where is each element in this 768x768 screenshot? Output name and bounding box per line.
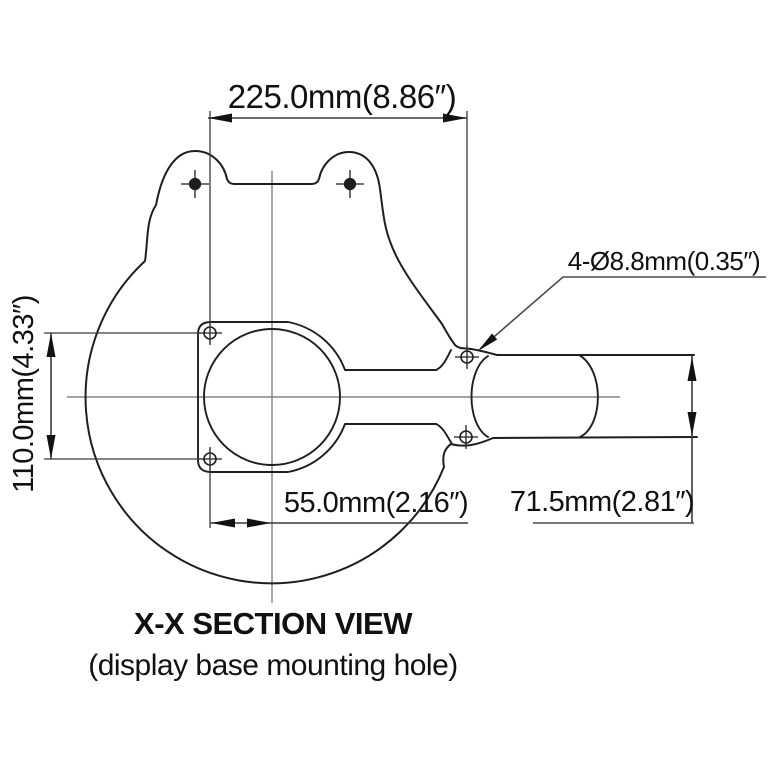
centerlines — [67, 171, 620, 603]
mounting-hole-crosshair — [454, 425, 478, 449]
bracket-hole-left — [181, 170, 209, 198]
mounting-plate-outline — [197, 321, 437, 473]
arrowhead-right — [443, 113, 467, 123]
arrowhead-right — [247, 518, 271, 528]
mounting-hole-top-right — [455, 345, 479, 369]
plate-to-boss-transitions — [435, 349, 453, 445]
arrowhead-up — [46, 333, 56, 357]
mounting-plate — [197, 321, 453, 473]
hole-spec-label: 4-Ø8.8mm(0.35″) — [568, 246, 760, 276]
arrowhead-left — [211, 518, 235, 528]
bracket-hole-right-crosshair — [336, 170, 364, 198]
dimension-top-width: 225.0mm(8.86″) — [208, 78, 468, 528]
dimension-center-offset: 55.0mm(2.16″) — [210, 487, 469, 528]
arrowhead-left — [208, 113, 232, 123]
dim-left-height-label: 110.0mm(4.33″) — [8, 295, 40, 493]
dim-top-width-label: 225.0mm(8.86″) — [228, 78, 456, 115]
leader-arrowhead — [478, 333, 498, 351]
bracket-hole-right — [336, 170, 364, 198]
neck-cylinder-caps — [470, 354, 599, 438]
leader-line — [479, 276, 766, 350]
section-view-subtitle: (display base mounting hole) — [88, 649, 458, 682]
dim-center-offset-label: 55.0mm(2.16″) — [284, 487, 468, 519]
arrowhead-down — [46, 435, 56, 459]
arrowhead-up — [687, 357, 697, 381]
base-silhouette-outline — [84, 150, 698, 585]
dim-neck-width-label: 71.5mm(2.81″) — [510, 486, 694, 518]
dimension-neck-width: 71.5mm(2.81″) — [510, 356, 697, 524]
bracket-hole-left-crosshair — [181, 170, 209, 198]
arrowhead-down — [687, 412, 697, 436]
dimension-left-height: 110.0mm(4.33″) — [8, 295, 203, 493]
mounting-hole-bottom-right — [454, 425, 478, 449]
hole-spec-callout: 4-Ø8.8mm(0.35″) — [478, 246, 766, 351]
center-bore-circle — [203, 328, 341, 466]
section-view-title: X-X SECTION VIEW — [134, 606, 413, 641]
